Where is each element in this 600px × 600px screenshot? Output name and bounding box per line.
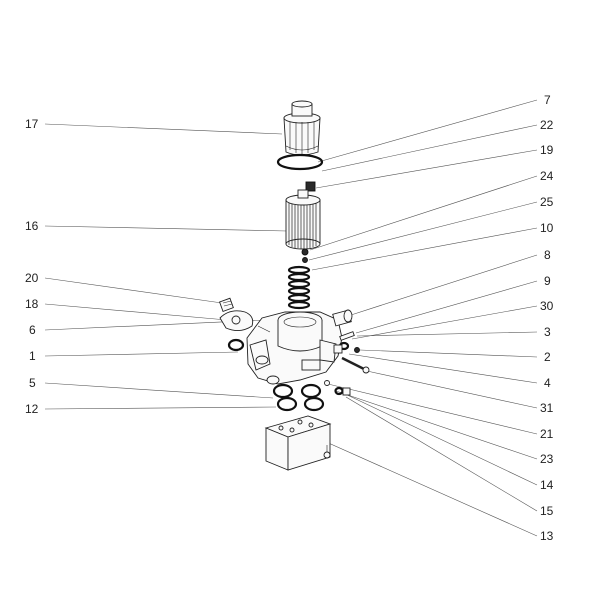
label-5: 5 — [29, 376, 36, 390]
leader-19 — [315, 149, 538, 189]
label-3: 3 — [544, 325, 551, 339]
label-19: 19 — [540, 143, 554, 157]
valve-fitting — [332, 309, 353, 327]
seal-25 — [302, 257, 308, 263]
label-12: 12 — [25, 402, 39, 416]
label-30: 30 — [540, 299, 554, 313]
label-14: 14 — [540, 478, 554, 492]
leader-24 — [309, 175, 538, 251]
label-23: 23 — [540, 452, 554, 466]
seal-24 — [301, 248, 309, 256]
leader-21 — [327, 383, 538, 435]
leader-22 — [321, 124, 538, 172]
label-22: 22 — [540, 118, 554, 132]
label-20: 20 — [25, 271, 39, 285]
leader-14 — [340, 391, 538, 486]
leader-5 — [44, 382, 274, 399]
leader-9 — [355, 280, 538, 334]
leader-16 — [44, 225, 288, 232]
label-7: 7 — [544, 93, 551, 107]
fitting-20 — [219, 297, 234, 312]
spring — [287, 265, 311, 310]
small-fittings-lower — [324, 380, 351, 396]
leader-8 — [350, 254, 538, 316]
leader-17 — [44, 123, 283, 135]
label-6: 6 — [29, 323, 36, 337]
leader-10 — [311, 227, 538, 271]
filter-cap — [283, 100, 321, 156]
leader-2 — [359, 349, 538, 358]
small-hardware — [333, 331, 360, 354]
label-4: 4 — [544, 376, 551, 390]
leader-13 — [314, 436, 538, 537]
label-25: 25 — [540, 195, 554, 209]
main-housing — [227, 311, 343, 385]
part-number-labels: 7 22 19 24 25 10 8 9 30 3 2 4 31 21 23 1… — [25, 93, 554, 543]
label-8: 8 — [544, 248, 551, 262]
label-31: 31 — [540, 401, 554, 415]
leader-18 — [44, 303, 228, 321]
label-18: 18 — [25, 297, 39, 311]
leader-3 — [356, 331, 538, 337]
label-16: 16 — [25, 219, 39, 233]
filter-element — [285, 189, 321, 250]
lower-o-rings — [272, 383, 325, 412]
leader-1 — [44, 351, 239, 357]
leader-15 — [345, 396, 538, 512]
leader-20 — [44, 277, 223, 304]
leader-4 — [348, 353, 538, 384]
cap-o-ring — [276, 153, 324, 171]
leader-7 — [317, 99, 538, 163]
label-17: 17 — [25, 117, 39, 131]
label-24: 24 — [540, 169, 554, 183]
leader-23 — [335, 390, 538, 460]
leader-30 — [351, 305, 538, 340]
label-10: 10 — [540, 221, 554, 235]
label-9: 9 — [544, 274, 551, 288]
label-2: 2 — [544, 350, 551, 364]
cooler-block — [264, 415, 332, 471]
label-21: 21 — [540, 427, 554, 441]
label-1: 1 — [29, 349, 36, 363]
leader-31 — [366, 370, 538, 409]
label-13: 13 — [540, 529, 554, 543]
leader-12 — [44, 406, 277, 410]
small-plug — [305, 181, 316, 192]
pin — [341, 356, 370, 374]
leader-25 — [308, 201, 538, 261]
label-15: 15 — [540, 504, 554, 518]
